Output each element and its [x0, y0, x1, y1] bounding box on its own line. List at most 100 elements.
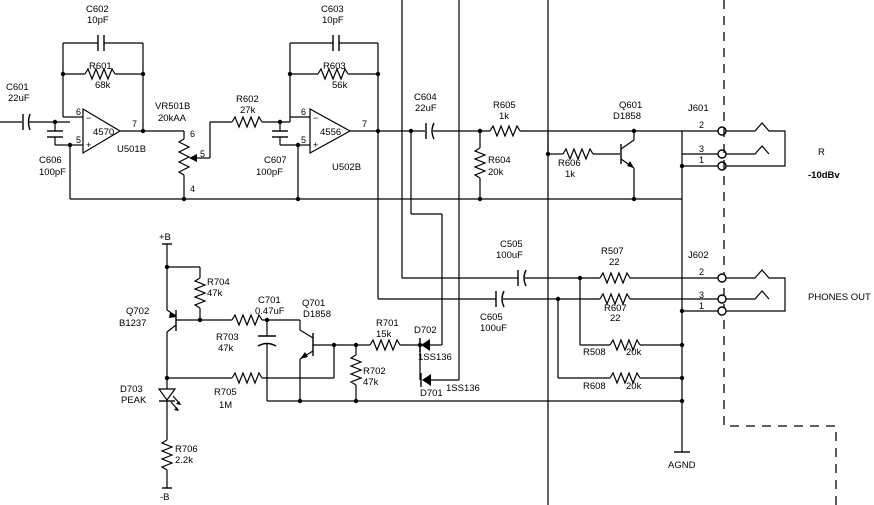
d701-diode — [419, 345, 459, 387]
d702-label: D702 — [414, 325, 437, 336]
d703-label: D703 — [120, 384, 143, 395]
q601-transistor — [620, 131, 635, 199]
q702-transistor — [166, 267, 232, 376]
r705-resistor — [167, 345, 335, 385]
r601-label: R601 — [89, 61, 112, 72]
vr501b-pin-5: 5 — [200, 149, 205, 159]
r607-label: R607 — [604, 303, 627, 314]
j602-pin-2: 2 — [699, 267, 704, 277]
junction-dot — [679, 342, 685, 348]
r601-value: 68k — [95, 80, 111, 91]
j601-pin-3: 3 — [699, 144, 704, 154]
j601-label: J601 — [688, 103, 709, 114]
r705-label: R705 — [214, 387, 237, 398]
r604-value: 20k — [488, 167, 504, 178]
c606-value: 100pF — [39, 167, 66, 178]
vr501b-pin-4: 4 — [190, 184, 195, 194]
r602-label: R602 — [236, 94, 259, 105]
plus-b-rail — [162, 243, 200, 268]
r603-label: R603 — [323, 61, 346, 72]
r701-value: 15k — [376, 329, 392, 340]
vr501b-pin-6: 6 — [190, 129, 195, 139]
u502b-pin-5: 5 — [301, 135, 306, 145]
r606-value: 1k — [565, 169, 575, 180]
junction-dot — [67, 142, 73, 148]
r606-resistor — [547, 131, 620, 161]
r701-resistor — [356, 338, 420, 352]
c601-capacitor — [0, 113, 70, 131]
r605-resistor — [489, 124, 682, 138]
c605-value: 100uF — [480, 323, 507, 334]
q701-value: D1858 — [303, 309, 331, 320]
c701-value: 0.47uF — [255, 306, 285, 317]
junction-dot — [297, 398, 303, 404]
q601-value: D1858 — [613, 111, 641, 122]
c603-value: 10pF — [322, 15, 344, 26]
junction-dot — [295, 196, 301, 202]
q701-label: Q701 — [302, 298, 325, 309]
junction-dot — [264, 317, 270, 323]
j601-pin-1: 1 — [699, 155, 704, 165]
q601-label: Q601 — [619, 100, 642, 111]
j602-label: J602 — [688, 250, 709, 261]
u502b-label: U502B — [332, 162, 361, 173]
r605-value: 1k — [499, 111, 509, 122]
c505-label: C505 — [500, 239, 523, 250]
junction-dot — [353, 398, 359, 404]
u501b-feedback — [62, 35, 144, 131]
r702-label: R702 — [363, 366, 386, 377]
c701-capacitor — [257, 320, 277, 401]
r705-value: 1M — [219, 400, 232, 411]
r703-resistor — [231, 313, 301, 330]
q701-transistor — [299, 329, 356, 401]
u502b-feedback — [289, 35, 379, 131]
u502b-minus-sign: − — [313, 113, 318, 123]
c601-value: 22uF — [8, 93, 30, 104]
plus-b-label: +B — [159, 232, 171, 243]
j602-pin-1: 1 — [699, 301, 704, 311]
r508-value: 20k — [626, 347, 642, 358]
c701-label: C701 — [258, 295, 281, 306]
c604-value: 22uF — [415, 103, 437, 114]
junction-dot — [277, 119, 283, 125]
junction-dot — [331, 342, 337, 348]
junction-dot — [679, 308, 685, 314]
junction-dot — [60, 71, 66, 77]
junction-dot — [375, 71, 381, 77]
u501b-pin-6: 6 — [76, 107, 81, 117]
r607-resistor — [599, 292, 718, 306]
r608-resistor — [557, 299, 682, 385]
r507-label: R507 — [601, 246, 624, 257]
junction-dot — [197, 317, 203, 323]
junction-dot — [679, 375, 685, 381]
c606-capacitor — [47, 122, 70, 146]
junction-dot — [679, 163, 685, 169]
r706-resistor — [160, 439, 174, 489]
junction-dot — [679, 398, 685, 404]
r607-value: 22 — [610, 313, 621, 324]
j601-jack — [681, 122, 786, 199]
junction-dot — [140, 128, 146, 134]
j601-level: -10dBv — [808, 170, 840, 181]
d701-label: D701 — [420, 388, 443, 399]
r606-label: R606 — [558, 158, 581, 169]
u502b-pin-7: 7 — [362, 119, 367, 129]
j602-pin-3: 3 — [699, 290, 704, 300]
r703-value: 47k — [218, 343, 234, 354]
r602-value: 27k — [240, 105, 256, 116]
c603-label: C603 — [321, 4, 344, 15]
r508-label: R508 — [583, 347, 606, 358]
r706-value: 2.2k — [175, 455, 193, 466]
r507-value: 22 — [609, 257, 620, 268]
c607-label: C607 — [264, 155, 287, 166]
c602-label: C602 — [86, 4, 109, 15]
u501b-label: U501B — [117, 144, 146, 155]
c604-label: C604 — [414, 92, 437, 103]
q702-value: B1237 — [119, 318, 146, 329]
r704-resistor — [193, 267, 207, 320]
d702-diode — [419, 338, 442, 352]
u501b-minus-sign: − — [86, 113, 91, 123]
board-boundary-dashed — [723, 0, 837, 505]
